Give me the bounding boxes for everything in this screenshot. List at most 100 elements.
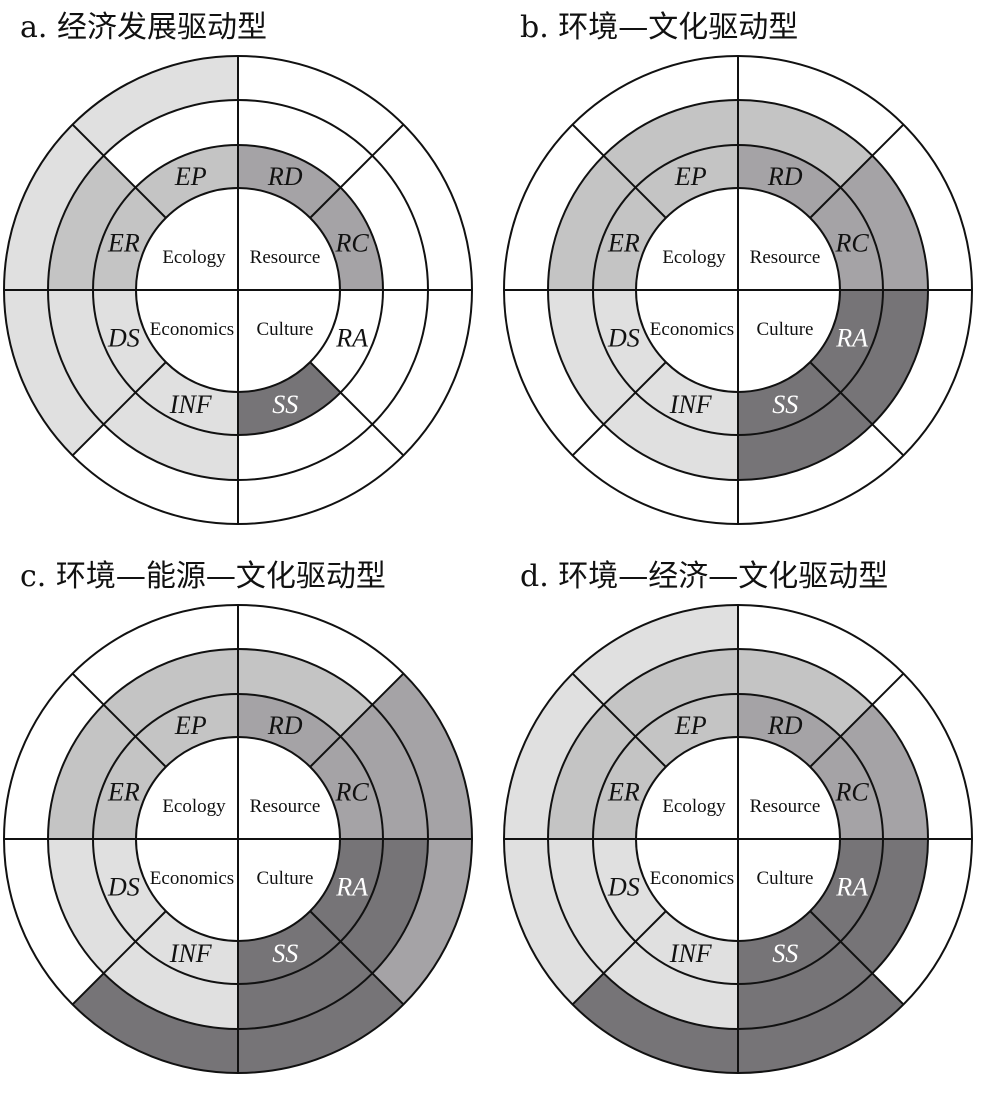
indicator-segment-ss bbox=[238, 362, 341, 435]
core-label: Resource bbox=[250, 247, 321, 268]
indicator-label-ep: EP bbox=[174, 711, 207, 740]
outer-ring-segment-nne bbox=[738, 605, 904, 705]
outer-ring-segment-sse bbox=[72, 973, 238, 1073]
middle-ring-segment-se bbox=[238, 290, 428, 480]
indicator-segment-ra bbox=[810, 290, 883, 393]
outer-ring-segment-w bbox=[72, 56, 238, 156]
indicator-segment-rd bbox=[738, 145, 841, 218]
diagonal-divider bbox=[571, 672, 667, 768]
outer-ring-segment-w bbox=[572, 605, 738, 705]
indicator-label-rc: RC bbox=[834, 229, 869, 258]
outer-ring-segment-se bbox=[238, 973, 404, 1073]
indicator-label-inf: INF bbox=[169, 939, 213, 968]
outer-ring-segment-s bbox=[4, 839, 104, 1005]
indicator-segment-ds bbox=[593, 290, 666, 393]
indicator-label-rd: RD bbox=[267, 711, 303, 740]
diagonal-divider bbox=[571, 910, 667, 1006]
diagonal-divider bbox=[809, 361, 905, 457]
diagonal-divider bbox=[71, 672, 167, 768]
diagonal-divider bbox=[571, 123, 667, 219]
middle-ring-segment-sw bbox=[48, 839, 238, 1029]
indicator-label-rd: RD bbox=[767, 162, 803, 191]
outer-ring-segment-sse bbox=[572, 973, 738, 1073]
indicator-segment-ss bbox=[238, 911, 341, 984]
core-label: Resource bbox=[250, 796, 321, 817]
panel-title: a. 经济发展驱动型 bbox=[20, 10, 267, 45]
core-label: Ecology bbox=[162, 796, 226, 817]
diagonal-divider bbox=[309, 123, 405, 219]
panel-title: d. 环境—经济—文化驱动型 bbox=[520, 559, 889, 594]
middle-ring-segment-se bbox=[738, 290, 928, 480]
middle-ring-segment-ne bbox=[340, 155, 428, 290]
core-label: Culture bbox=[757, 868, 814, 889]
outer-ring-segment-e bbox=[372, 839, 472, 1005]
outer-ring-segment-se bbox=[738, 424, 904, 524]
panel-title: c. 环境—能源—文化驱动型 bbox=[20, 559, 386, 594]
core-label: Economics bbox=[650, 319, 734, 340]
outer-ring-segment-ne bbox=[872, 124, 972, 290]
outer-ring-segment-sw bbox=[4, 673, 104, 839]
middle-ring-segment-sw bbox=[548, 839, 738, 1029]
indicator-label-ds: DS bbox=[107, 323, 140, 352]
outer-ring-segment-e bbox=[872, 839, 972, 1005]
indicator-label-ds: DS bbox=[607, 323, 640, 352]
indicator-label-ss: SS bbox=[272, 390, 298, 419]
outer-ring-segment-nne bbox=[238, 56, 404, 156]
core-label: Resource bbox=[750, 796, 821, 817]
indicator-segment-inf bbox=[135, 362, 238, 435]
indicator-segment-er bbox=[593, 187, 666, 290]
outer-ring-segment-sse bbox=[572, 424, 738, 524]
indicator-label-ep: EP bbox=[674, 711, 707, 740]
indicator-label-inf: INF bbox=[669, 390, 713, 419]
indicator-segment-er bbox=[93, 187, 166, 290]
middle-ring-segment-sw bbox=[48, 290, 238, 480]
indicator-segment-ra bbox=[810, 839, 883, 942]
indicator-segment-ss bbox=[738, 911, 841, 984]
outer-ring-segment-sw bbox=[504, 124, 604, 290]
indicator-segment-er bbox=[593, 736, 666, 839]
indicator-label-rd: RD bbox=[767, 711, 803, 740]
diagonal-divider bbox=[309, 910, 405, 1006]
outer-ring-segment-se bbox=[738, 973, 904, 1073]
indicator-segment-rc bbox=[810, 736, 883, 839]
indicator-segment-rc bbox=[310, 736, 383, 839]
indicator-segment-rc bbox=[310, 187, 383, 290]
outer-ring-segment-s bbox=[4, 290, 104, 456]
diagonal-divider bbox=[309, 361, 405, 457]
core-label: Economics bbox=[150, 868, 234, 889]
core-label: Resource bbox=[750, 247, 821, 268]
indicator-segment-ep bbox=[635, 694, 738, 767]
indicator-segment-rd bbox=[738, 694, 841, 767]
indicator-label-er: ER bbox=[607, 778, 640, 807]
indicator-segment-inf bbox=[135, 911, 238, 984]
indicator-label-inf: INF bbox=[169, 390, 213, 419]
indicator-segment-ep bbox=[135, 145, 238, 218]
diagonal-divider bbox=[809, 672, 905, 768]
outer-ring-segment-se bbox=[238, 424, 404, 524]
outer-ring-segment-nne bbox=[238, 605, 404, 705]
middle-ring-segment-nw bbox=[48, 155, 136, 290]
indicator-label-ep: EP bbox=[674, 162, 707, 191]
diagonal-divider bbox=[71, 910, 167, 1006]
outer-ring-segment-ne bbox=[872, 673, 972, 839]
core-label: Culture bbox=[257, 319, 314, 340]
middle-ring-segment-nw bbox=[548, 155, 636, 290]
outer-ring-segment-s bbox=[504, 290, 604, 456]
indicator-label-rd: RD bbox=[267, 162, 303, 191]
diagonal-divider bbox=[71, 123, 167, 219]
outer-ring-segment-nne bbox=[738, 56, 904, 156]
indicator-label-ds: DS bbox=[107, 872, 140, 901]
indicator-segment-rd bbox=[238, 145, 341, 218]
indicator-label-ep: EP bbox=[174, 162, 207, 191]
indicator-label-er: ER bbox=[607, 229, 640, 258]
middle-ring-segment-ne bbox=[340, 704, 428, 839]
indicator-segment-ep bbox=[135, 694, 238, 767]
indicator-segment-ds bbox=[593, 839, 666, 942]
